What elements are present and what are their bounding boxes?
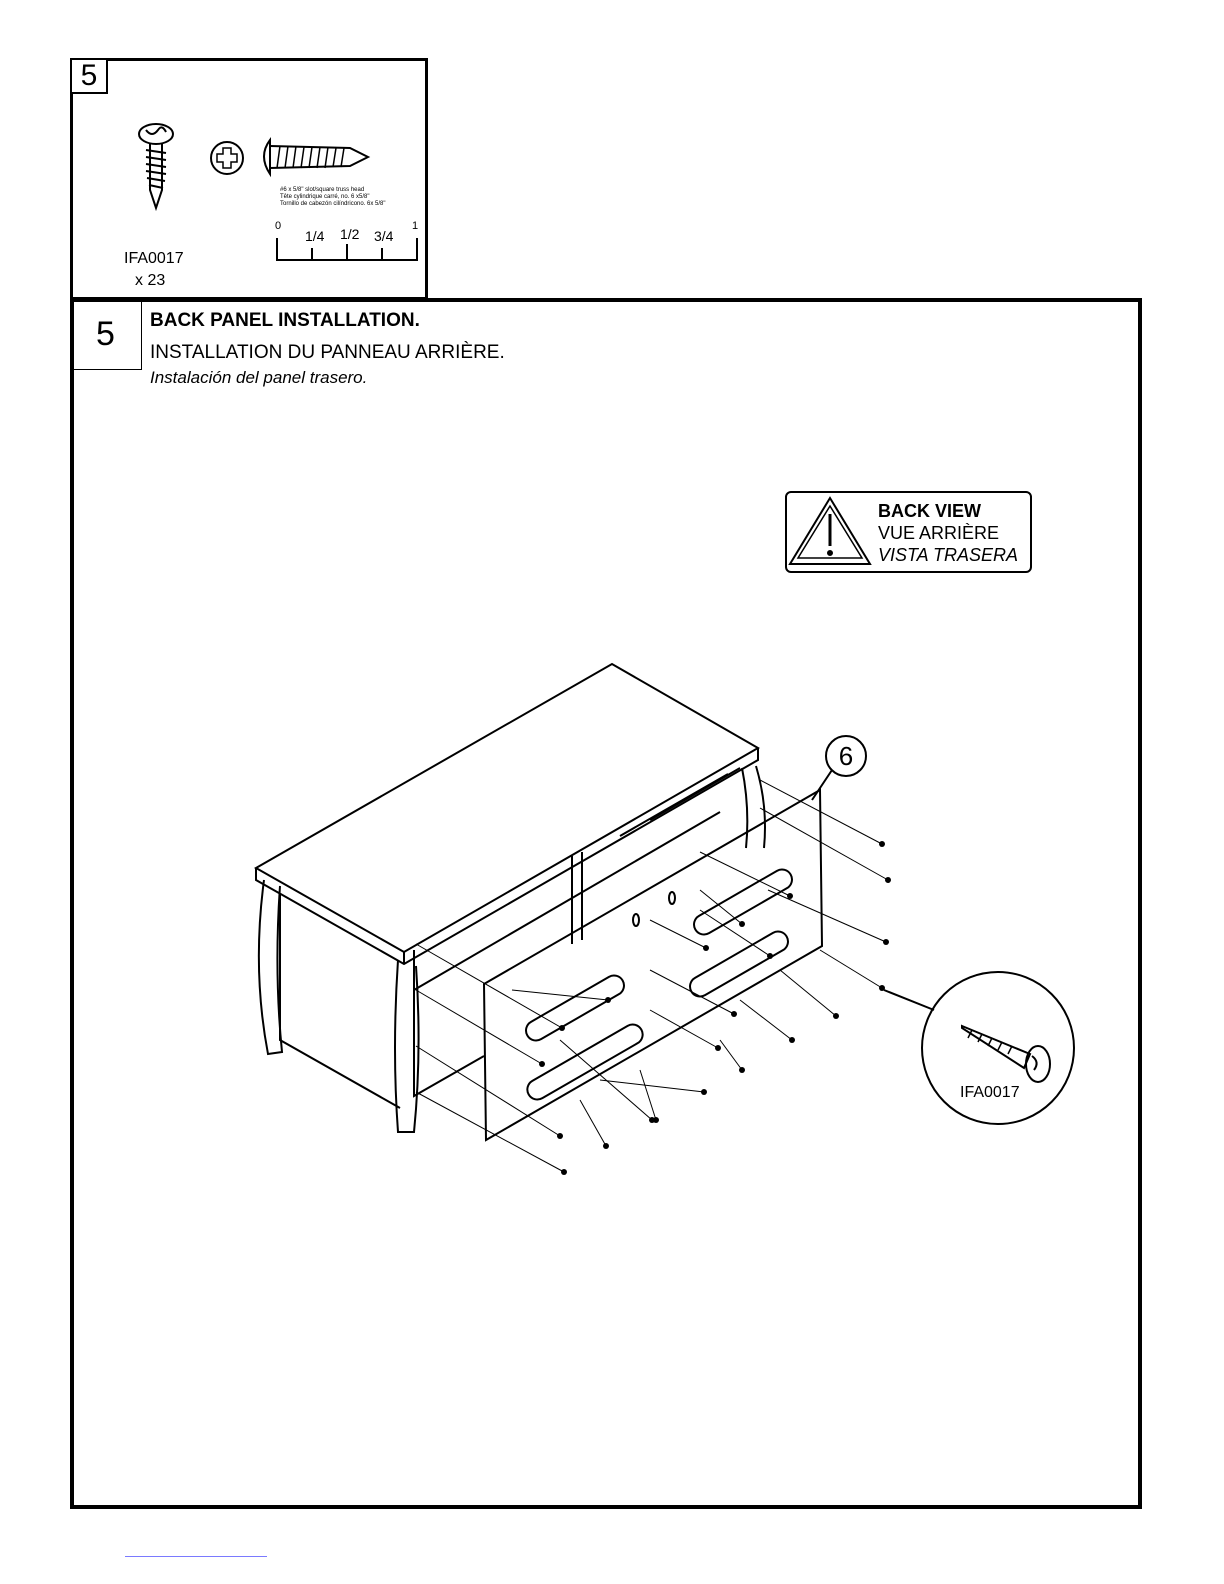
- phillips-driver-icon: [211, 142, 243, 174]
- screw-callout-label: IFA0017: [960, 1084, 1020, 1102]
- panel-callout-number: 6: [826, 736, 866, 776]
- screw-horizontal-icon: [264, 140, 368, 174]
- tv-stand-body: [280, 768, 740, 1108]
- tv-stand-legs: [259, 766, 765, 1132]
- back-panel: [484, 790, 822, 1140]
- screw-side-icon: [139, 124, 173, 208]
- footer-rule: [125, 1556, 267, 1557]
- tv-stand-top: [256, 664, 758, 964]
- screw-leader-lines: [416, 780, 888, 1172]
- ruler-scale: [277, 238, 417, 260]
- warning-triangle-icon: [790, 498, 870, 564]
